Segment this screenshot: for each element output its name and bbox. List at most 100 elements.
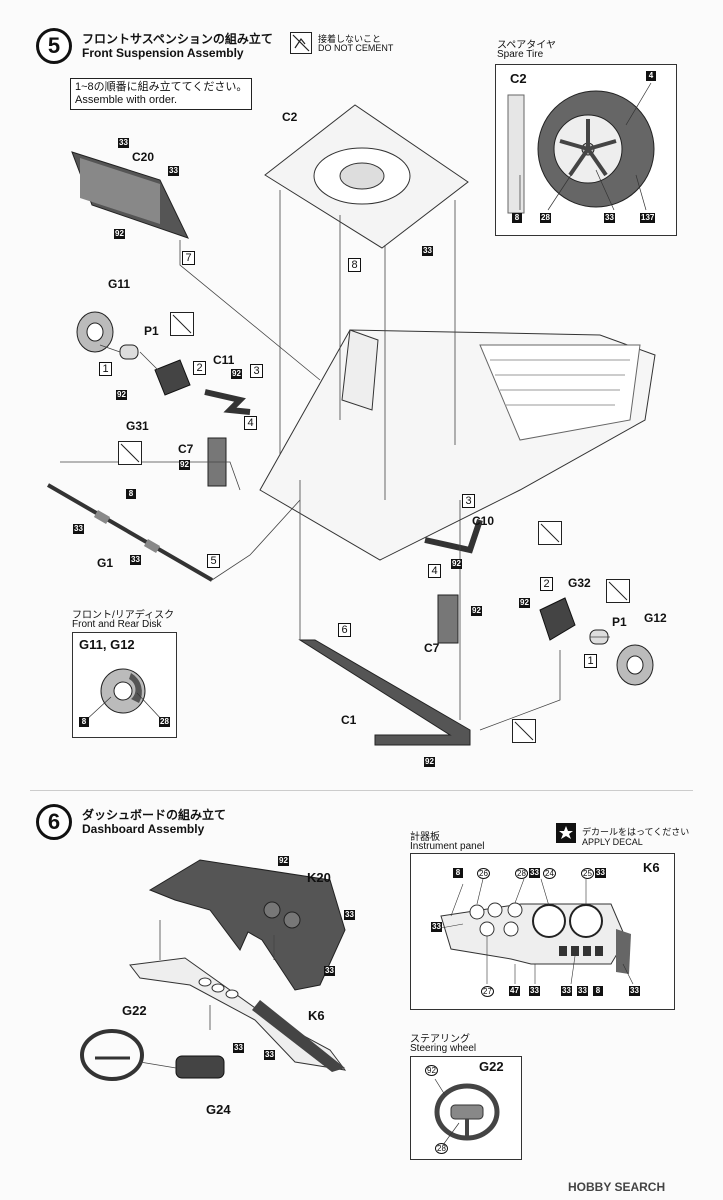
part-label: G1 [97, 556, 114, 570]
paint-code: 33 [130, 555, 141, 565]
steering-inset: G22 92 28 [410, 1056, 522, 1160]
paint-code: 33 [431, 922, 442, 932]
paint-code: 28 [435, 1143, 448, 1154]
paint-code: 27 [481, 986, 494, 997]
part-label: G31 [126, 419, 149, 433]
decal-icon [556, 823, 576, 843]
no-cement-icon [118, 441, 142, 465]
assemble-order-note: 1~8の順番に組み立ててください。 Assemble with order. [70, 78, 253, 110]
instrument-drawing [440, 878, 634, 985]
front-suspension-drawing [46, 104, 656, 746]
spare-tire-drawing [507, 82, 655, 214]
no-cement-icon [538, 521, 562, 545]
no-cement-jp: 接着しないこと [318, 34, 382, 44]
paint-code: 33 [577, 986, 588, 996]
paint-code: 25 [581, 868, 594, 879]
order-note-en: Assemble with order. [75, 94, 178, 106]
paint-code: 33 [629, 986, 640, 996]
decal-jp: デカールをはってください [582, 827, 690, 837]
part-label: G11 [108, 277, 131, 291]
paint-code: 137 [640, 213, 656, 223]
paint-code: 92 [231, 369, 242, 379]
steering-title-jp: ステアリング [410, 1034, 470, 1045]
paint-code: 92 [471, 606, 482, 616]
paint-code: 33 [264, 1050, 275, 1060]
paint-code: 33 [529, 986, 540, 996]
paint-code: 33 [73, 524, 84, 534]
paint-code: 28 [540, 213, 551, 223]
part-label: G32 [568, 576, 591, 590]
paint-code: 8 [126, 489, 136, 499]
paint-code: 26 [477, 868, 490, 879]
steering-part: G22 [479, 1059, 504, 1074]
order-number: 7 [182, 251, 195, 265]
part-label: K20 [307, 870, 331, 885]
no-cement-icon [512, 719, 536, 743]
order-note-jp: 1~8の順番に組み立ててください。 [75, 81, 248, 93]
step-5-number: 5 [36, 28, 72, 64]
step-6-title-jp: ダッシュボードの組み立て [82, 808, 227, 822]
disk-inset: G11, G12 8 28 [72, 632, 177, 738]
paint-code: 28 [515, 868, 528, 879]
paint-code: 33 [233, 1043, 244, 1053]
order-number: 8 [348, 258, 361, 272]
part-label: G22 [122, 1003, 147, 1018]
part-label: P1 [144, 324, 159, 338]
part-label: C2 [282, 110, 298, 124]
paint-code: 33 [561, 986, 572, 996]
part-label: C20 [132, 150, 155, 164]
order-number: 3 [462, 494, 475, 508]
order-number: 6 [338, 623, 351, 637]
order-number: 1 [584, 654, 597, 668]
order-number: 3 [250, 364, 263, 378]
part-label: G12 [644, 611, 667, 625]
paint-code: 28 [159, 717, 170, 727]
paint-code: 92 [179, 460, 190, 470]
steering-title-en: Steering wheel [410, 1043, 477, 1054]
part-label: C10 [472, 514, 495, 528]
section-divider [30, 790, 693, 791]
paint-code: 33 [344, 910, 355, 920]
paint-code: 8 [453, 868, 463, 878]
instrument-inset: K6 8 26 28 33 24 25 33 33 27 47 33 [410, 853, 675, 1010]
order-number: 4 [428, 564, 441, 578]
part-label: C7 [424, 641, 440, 655]
paint-code: 33 [118, 138, 129, 148]
hobby-search-watermark: HOBBY SEARCH [568, 1180, 666, 1194]
paint-code: 4 [646, 71, 656, 81]
disk-title-en: Front and Rear Disk [72, 619, 162, 630]
paint-code: 33 [168, 166, 179, 176]
part-label: C7 [178, 442, 194, 456]
dashboard-drawing [80, 859, 347, 1081]
paint-code: 47 [509, 986, 520, 996]
steering-drawing [434, 1078, 500, 1146]
paint-code: 33 [595, 868, 606, 878]
no-cement-icon [170, 312, 194, 336]
no-cement-icon [290, 32, 312, 54]
disk-title-jp: フロント/リアディスク [72, 610, 175, 621]
part-label: G24 [206, 1102, 231, 1117]
paint-code: 33 [529, 868, 540, 878]
order-number: 1 [99, 362, 112, 376]
paint-code: 33 [324, 966, 335, 976]
part-label: P1 [612, 615, 627, 629]
instrument-part: K6 [643, 860, 660, 875]
paint-code: 92 [116, 390, 127, 400]
spare-tire-title-en: Spare Tire [497, 49, 544, 60]
paint-code: 92 [451, 559, 462, 569]
step-5-title-jp: フロントサスペンションの組み立て [82, 32, 273, 46]
step-5-title-en: Front Suspension Assembly [82, 46, 244, 60]
order-number: 2 [540, 577, 553, 591]
part-label: C11 [213, 353, 235, 367]
paint-code: 8 [512, 213, 522, 223]
paint-code: 33 [604, 213, 615, 223]
step-6-number: 6 [36, 804, 72, 840]
spare-tire-part: C2 [510, 71, 527, 86]
paint-code: 92 [278, 856, 289, 866]
order-number: 5 [207, 554, 220, 568]
paint-code: 92 [114, 229, 125, 239]
order-number: 4 [244, 416, 257, 430]
disk-drawing [84, 668, 164, 722]
spare-tire-title-jp: スペアタイヤ [497, 40, 556, 51]
instrument-title-en: Instrument panel [410, 841, 485, 852]
